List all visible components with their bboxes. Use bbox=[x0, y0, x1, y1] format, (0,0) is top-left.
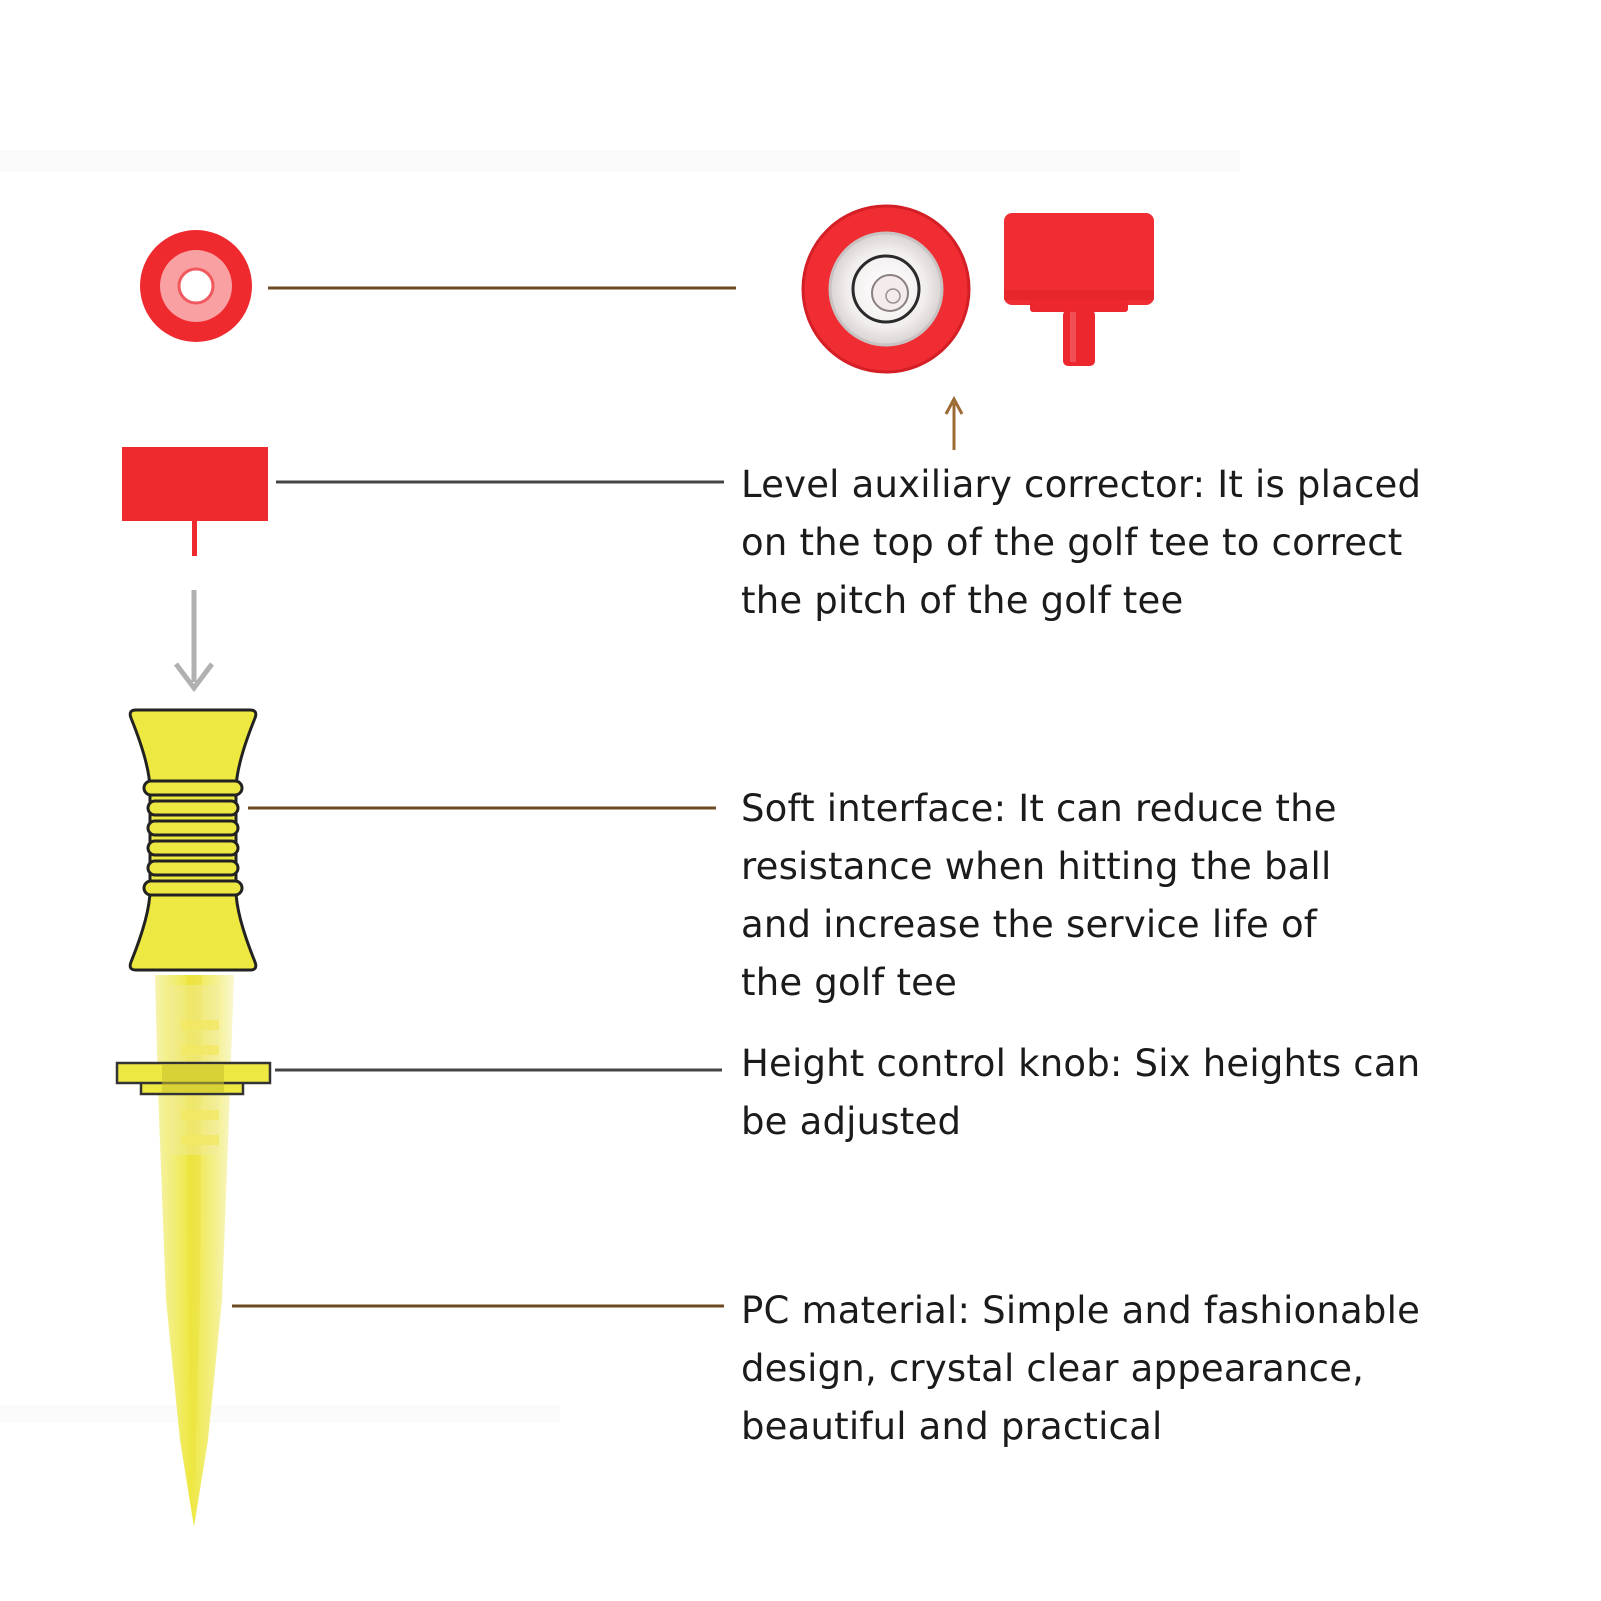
callout-line: on the top of the golf tee to correct bbox=[741, 521, 1403, 564]
level-cap-side-view-icon bbox=[1004, 213, 1154, 366]
callout-line: resistance when hitting the ball bbox=[741, 845, 1332, 888]
callout-line: Level auxiliary corrector: It is placed bbox=[741, 463, 1422, 506]
callout-line: the golf tee bbox=[741, 961, 958, 1004]
haze-band bbox=[0, 150, 1240, 172]
bubble-level-top-view-icon bbox=[801, 204, 971, 374]
red-level-side-silhouette-icon bbox=[122, 447, 268, 556]
callout-soft-interface: Soft interface: It can reduce the resist… bbox=[741, 780, 1337, 1012]
callout-level-corrector: Level auxiliary corrector: It is placed … bbox=[741, 456, 1421, 630]
up-arrow-icon bbox=[944, 395, 964, 450]
down-arrow-icon bbox=[174, 590, 214, 693]
callout-line: Height control knob: Six heights can bbox=[741, 1042, 1421, 1085]
callout-line: and increase the service life of bbox=[741, 903, 1318, 946]
callout-line: be adjusted bbox=[741, 1100, 962, 1143]
haze-band bbox=[0, 1405, 560, 1423]
callout-line: Soft interface: It can reduce the bbox=[741, 787, 1337, 830]
callout-pc-material: PC material: Simple and fashionable desi… bbox=[741, 1282, 1420, 1456]
tee-spike-icon bbox=[155, 975, 234, 1527]
small-level-top-view-icon bbox=[140, 230, 252, 342]
callout-height-knob: Height control knob: Six heights can be … bbox=[741, 1035, 1420, 1151]
callout-line: the pitch of the golf tee bbox=[741, 579, 1184, 622]
callout-line: beautiful and practical bbox=[741, 1405, 1163, 1448]
tee-head-soft-interface-icon bbox=[128, 708, 258, 972]
callout-line: design, crystal clear appearance, bbox=[741, 1347, 1365, 1390]
height-control-knob-icon bbox=[115, 1061, 272, 1096]
callout-line: PC material: Simple and fashionable bbox=[741, 1289, 1421, 1332]
